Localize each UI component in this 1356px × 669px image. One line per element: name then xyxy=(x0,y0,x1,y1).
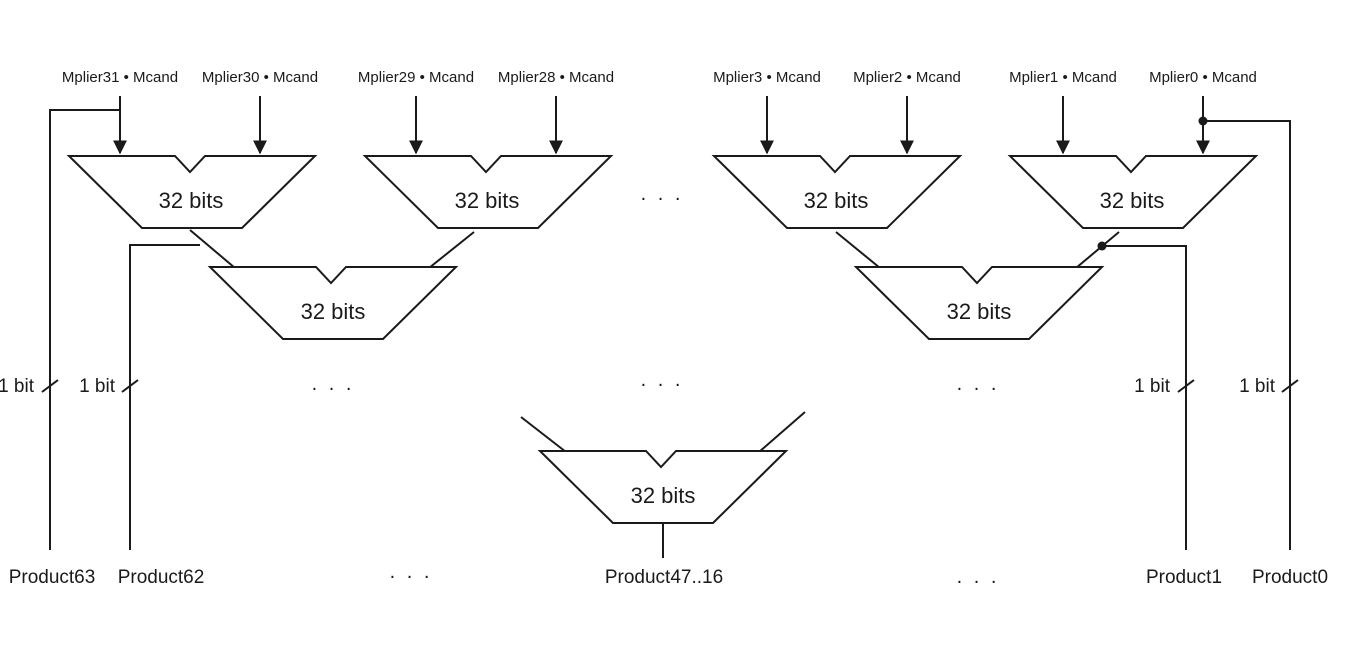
adder-top-3 xyxy=(711,155,963,229)
adder-top-1-label: 32 bits xyxy=(159,188,224,213)
input-label-mplier1: Mplier1 • Mcand xyxy=(1009,69,1117,86)
ellipsis-mid-left: . . . xyxy=(312,373,355,395)
wire-top4-to-mid-right xyxy=(1075,231,1120,269)
wire-top3-to-mid-right xyxy=(835,231,881,269)
product-label-product63: Product63 xyxy=(9,567,96,588)
adder-top-3-label: 32 bits xyxy=(804,188,869,213)
input-label-mplier0: Mplier0 • Mcand xyxy=(1149,69,1257,86)
adder-mid-right-label: 32 bits xyxy=(947,299,1012,324)
adder-top-1 xyxy=(66,155,318,229)
product-label-product0: Product0 xyxy=(1252,567,1328,588)
ellipsis-bottom-right: . . . xyxy=(957,566,1000,588)
adder-top-2-label: 32 bits xyxy=(455,188,520,213)
wire-product1 xyxy=(1102,245,1187,550)
adder-mid-left xyxy=(207,266,459,340)
ellipsis-top-row: . . . xyxy=(641,183,684,205)
adder-top-4 xyxy=(1007,155,1259,229)
bit-width-label-product1: 1 bit xyxy=(1134,376,1171,397)
wire-product63 xyxy=(49,109,120,550)
wire-final-input-left xyxy=(520,416,567,453)
bit-width-label-product0: 1 bit xyxy=(1239,376,1276,397)
bit-slash-product62 xyxy=(121,379,139,393)
product-label-product62: Product62 xyxy=(118,567,205,588)
input-label-mplier30: Mplier30 • Mcand xyxy=(202,69,318,86)
input-label-mplier3: Mplier3 • Mcand xyxy=(713,69,821,86)
product-label-product1: Product1 xyxy=(1146,567,1222,588)
adder-mid-right xyxy=(853,266,1105,340)
bit-slash-product1 xyxy=(1177,379,1195,393)
adder-final xyxy=(537,450,789,524)
bit-width-label-product62: 1 bit xyxy=(79,376,116,397)
product-label-product47-16: Product47..16 xyxy=(605,567,723,588)
wire-top2-to-mid-left xyxy=(428,231,475,269)
adder-mid-left-label: 32 bits xyxy=(301,299,366,324)
wire-top1-to-mid-left xyxy=(189,229,236,269)
input-label-mplier28: Mplier28 • Mcand xyxy=(498,69,614,86)
adder-top-4-label: 32 bits xyxy=(1100,188,1165,213)
wire-product0 xyxy=(1203,120,1291,550)
ellipsis-bottom-left: . . . xyxy=(390,561,433,583)
adder-final-label: 32 bits xyxy=(631,483,696,508)
bit-slash-product0 xyxy=(1281,379,1299,393)
wire-final-input-right xyxy=(758,411,806,453)
wire-product62 xyxy=(129,244,200,550)
bit-slash-product63 xyxy=(41,379,59,393)
input-label-mplier29: Mplier29 • Mcand xyxy=(358,69,474,86)
ellipsis-mid-right: . . . xyxy=(957,373,1000,395)
input-label-mplier31: Mplier31 • Mcand xyxy=(62,69,178,86)
input-label-mplier2: Mplier2 • Mcand xyxy=(853,69,961,86)
adder-top-2 xyxy=(362,155,614,229)
ellipsis-mid-center: . . . xyxy=(641,369,684,391)
bit-width-label-product63: 1 bit xyxy=(0,376,35,397)
